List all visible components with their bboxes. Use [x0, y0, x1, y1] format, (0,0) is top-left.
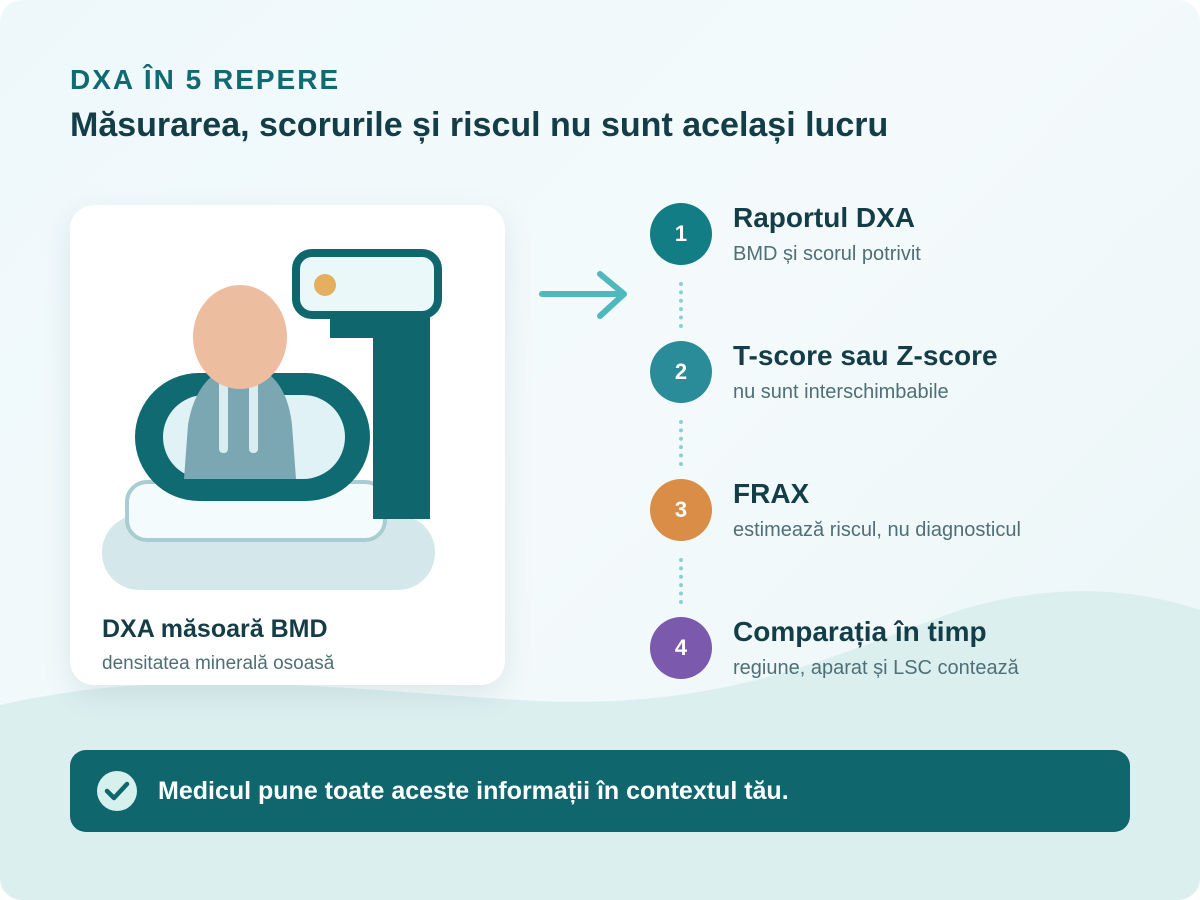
step-4: 4 Comparația în timp regiune, aparat și …: [650, 614, 1170, 684]
arrow-right-icon: [539, 271, 627, 319]
step-1-title: Raportul DXA: [733, 202, 915, 233]
connector-1-2: [679, 282, 683, 328]
patient-head: [193, 285, 287, 389]
connector-3-4: [679, 558, 683, 604]
step-4-title: Comparația în timp: [733, 616, 987, 647]
step-3-subtitle: estimează riscul, nu diagnosticul: [733, 519, 1021, 541]
step-2-subtitle: nu sunt interschimbabile: [733, 381, 949, 403]
step-2-title: T-score sau Z-score: [733, 340, 998, 371]
step-4-subtitle: regiune, aparat și LSC contează: [733, 657, 1019, 679]
step-3-title: FRAX: [733, 478, 810, 509]
card-subtitle: densitatea minerală osoasă: [102, 653, 335, 674]
page-title: Măsurarea, scorurile și riscul nu sunt a…: [70, 106, 889, 144]
banner-text: Medicul pune toate aceste informații în …: [158, 777, 789, 805]
summary-banner: Medicul pune toate aceste informații în …: [70, 750, 1130, 832]
connector-2-3: [679, 420, 683, 466]
eyebrow-label: DXA ÎN 5 REPERE: [70, 64, 341, 95]
step-2-badge: 2: [650, 341, 712, 403]
step-1: 1 Raportul DXA BMD și scorul potrivit: [650, 200, 1170, 270]
dxa-scanner-card: DXA măsoară BMD densitatea minerală osoa…: [70, 205, 505, 685]
scanner-column: [373, 315, 430, 519]
patient-strap-left: [219, 365, 228, 453]
patient-body: [184, 365, 296, 479]
dxa-scanner-illustration: [102, 249, 442, 590]
steps-list: 1 Raportul DXA BMD și scorul potrivit 2 …: [650, 200, 1170, 700]
scanner-head: [292, 249, 442, 319]
step-4-badge: 4: [650, 617, 712, 679]
step-3-badge: 3: [650, 479, 712, 541]
step-1-subtitle: BMD și scorul potrivit: [733, 243, 921, 265]
step-2: 2 T-score sau Z-score nu sunt interschim…: [650, 338, 1170, 408]
step-1-badge: 1: [650, 203, 712, 265]
scanner-indicator-light: [314, 274, 336, 296]
check-circle-icon: [97, 771, 137, 811]
card-title: DXA măsoară BMD: [102, 615, 328, 643]
step-3: 3 FRAX estimează riscul, nu diagnosticul: [650, 476, 1170, 546]
